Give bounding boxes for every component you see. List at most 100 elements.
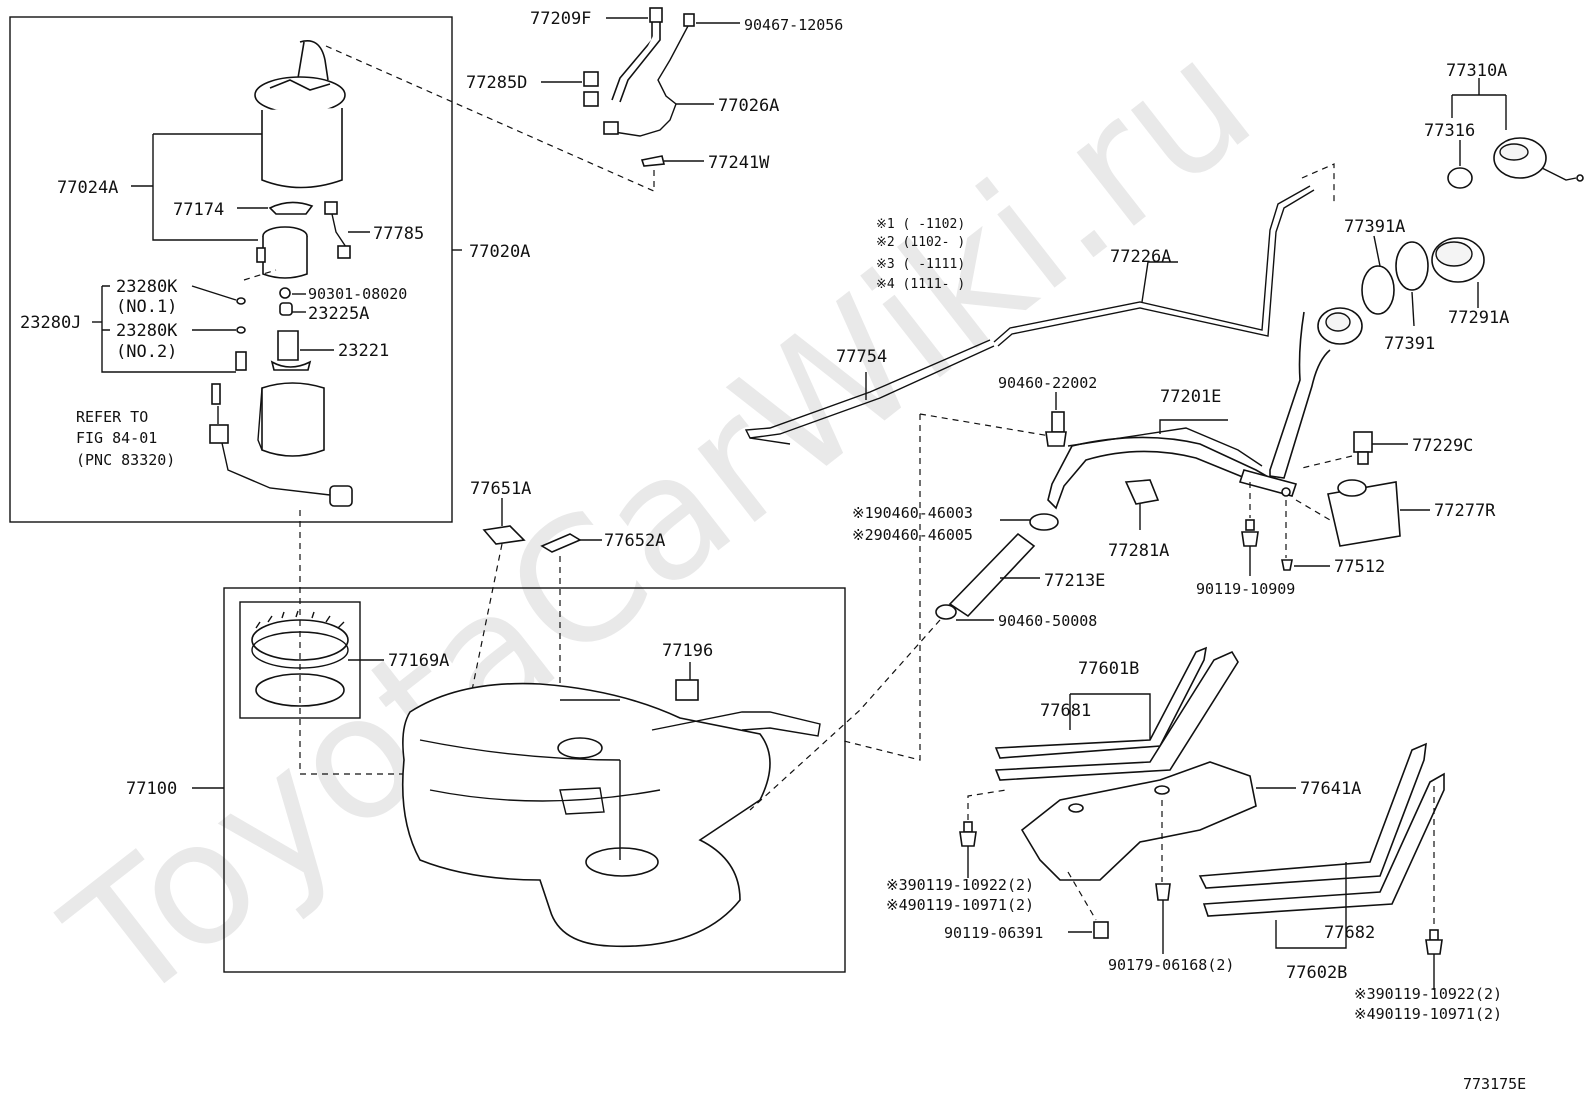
fuel-breather-tube [993,185,1315,347]
fuel-suction-module [254,40,346,189]
fuel-inlet-box-77277r [1327,479,1401,547]
label-23280k-2-no: (NO.2) [116,342,177,362]
tank-band-77602b [1198,742,1445,917]
label-77602b: 77602B [1286,963,1347,983]
fuel-tank-body [401,682,821,948]
fuel-sender-gauge [209,383,353,507]
label-77020a: 77020A [469,242,530,262]
label-90460-50008: 90460-50008 [998,612,1097,630]
filler-pipe-bracket [1238,469,1298,497]
valve-77229c [1353,431,1373,465]
label-77285d: 77285D [466,73,527,93]
fuel-pump-bracket [268,201,314,215]
figure-code: 773175E [1463,1075,1526,1093]
label-90119-10922-a: ※390119-10922(2) [886,876,1034,894]
label-77196: 77196 [662,641,713,661]
clip-77196 [675,679,699,701]
filler-pipe [1047,307,1363,510]
label-77169a: 77169A [388,651,449,671]
label-23221: 23221 [338,341,389,361]
refer-line-1: REFER TO [76,408,148,426]
label-90119-10909: 90119-10909 [1196,580,1295,598]
label-77682: 77682 [1324,923,1375,943]
label-77277r: 77277R [1434,501,1496,521]
label-23280k-1-no: (NO.1) [116,297,177,317]
label-77241w: 77241W [708,153,770,173]
label-90467-12056: 90467-12056 [744,16,843,34]
label-77316: 77316 [1424,121,1475,141]
leader-77024a [152,133,262,241]
label-77174: 77174 [173,200,224,220]
note-2: ※2 (1102- ) [876,235,965,250]
clamp-90460-50008 [935,604,957,620]
label-90179-06168: 90179-06168(2) [1108,956,1234,974]
label-77100: 77100 [126,779,177,799]
label-77201e: 77201E [1160,387,1221,407]
fuel-pump [256,226,308,279]
label-77026a: 77026A [718,96,779,116]
label-77281a: 77281A [1108,541,1169,561]
label-90119-10922-b: ※390119-10922(2) [1354,985,1502,1003]
fuel-filter [270,287,312,371]
note-3: ※3 ( -1111) [876,257,965,272]
tank-protector-77641a [1020,761,1257,881]
leader-23280j [101,285,236,373]
label-77291a: 77291A [1448,308,1509,328]
label-77681: 77681 [1040,701,1091,721]
bolt-90119-10909 [1241,482,1259,576]
bolt-right [1425,786,1443,990]
protector-77281a [1124,479,1160,530]
label-77641a: 77641A [1300,779,1361,799]
label-77229c: 77229C [1412,436,1473,456]
filler-inlet-77291a [1431,237,1485,283]
label-23280j: 23280J [20,313,81,333]
label-90460-46003: ※190460-46003 [852,504,973,522]
label-77651a: 77651A [470,479,531,499]
fuel-tube-assembly [583,7,695,167]
label-90119-10971-b: ※490119-10971(2) [1354,1005,1502,1023]
note-4: ※4 (1111- ) [876,277,965,292]
label-90460-46005: ※290460-46005 [852,526,973,544]
bolt-90119-06391 [1067,871,1109,939]
ring-77391a [1361,265,1395,315]
refer-line-3: (PNC 83320) [76,451,175,469]
label-77652a: 77652A [604,531,665,551]
label-77785: 77785 [373,224,424,244]
fuel-pump-wire [324,201,351,259]
fuel-pump-assembly-box [9,16,453,523]
label-23225a: 23225A [308,304,369,324]
note-1: ※1 ( -1102) [876,217,965,232]
pad-77651a [482,525,526,545]
label-77601b: 77601B [1078,659,1139,679]
nut-90179-06168 [1155,800,1171,954]
fuel-tank-cap [1493,137,1584,182]
refer-line-2: FIG 84-01 [76,429,157,447]
label-77213e: 77213E [1044,571,1105,591]
gasket-23280k [235,297,247,371]
bolt-left [959,789,1007,878]
label-77226a: 77226A [1110,247,1171,267]
clip-77512 [1281,500,1293,571]
fuel-tank-box [223,587,846,973]
label-90301-08020: 90301-08020 [308,285,407,303]
label-77391: 77391 [1384,334,1435,354]
evap-hose [744,339,995,445]
label-90460-22002: 90460-22002 [998,374,1097,392]
fuel-strainer [257,382,325,457]
clamp-90460-46003 [1029,513,1059,531]
label-77209f: 77209F [530,9,591,29]
label-77512: 77512 [1334,557,1385,577]
label-77391a: 77391A [1344,217,1405,237]
label-77310a: 77310A [1446,61,1507,81]
filler-hose-77213e [948,532,1036,618]
label-90119-10971-a: ※490119-10971(2) [886,896,1034,914]
tank-band-77601b [994,646,1239,781]
label-23280k-2: 23280K [116,321,178,341]
clamp-90460-22002 [1045,411,1067,447]
cap-gasket [1447,167,1473,189]
label-77754: 77754 [836,347,887,367]
label-23280k-1: 23280K [116,277,178,297]
label-90119-06391: 90119-06391 [944,924,1043,942]
